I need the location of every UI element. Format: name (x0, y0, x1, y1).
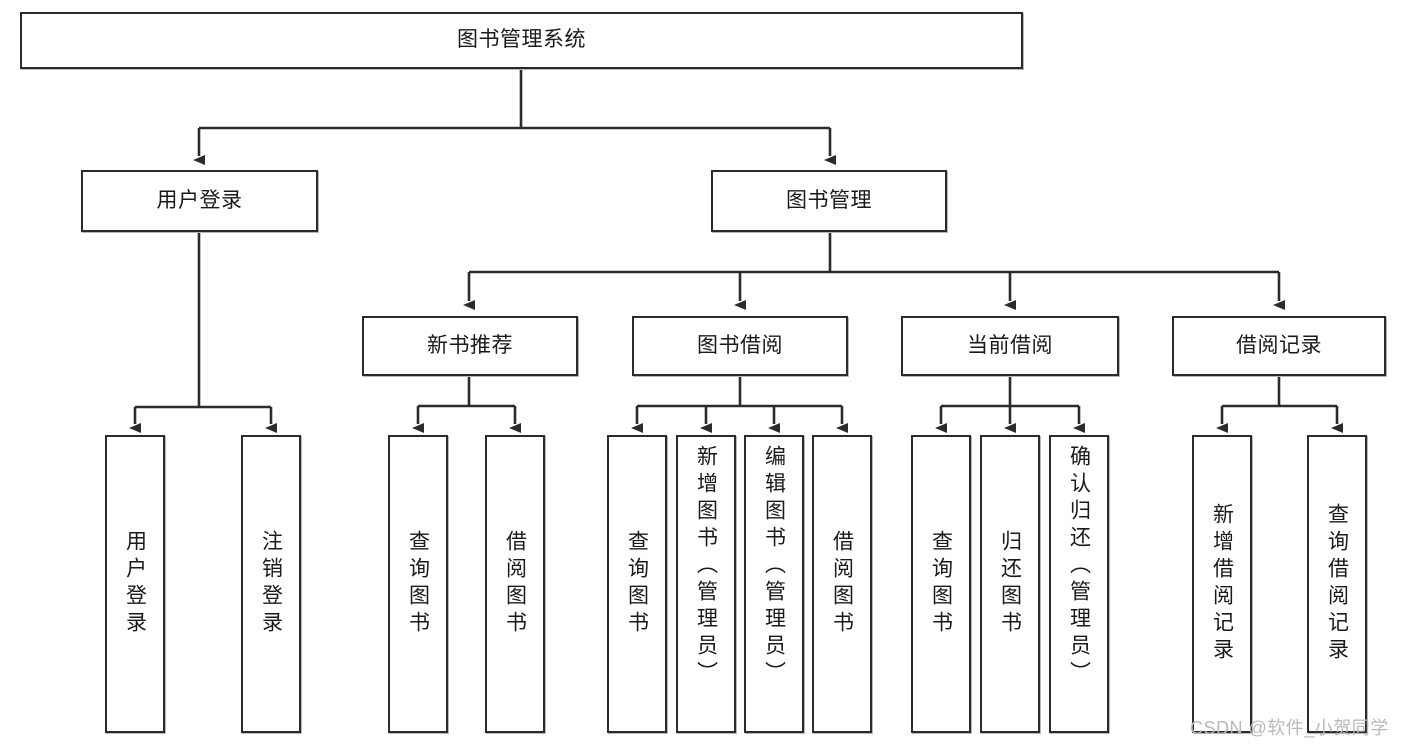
node-user-login-label: 用户登录 (156, 188, 243, 212)
node-leaf-query-book-2-label: 查询图书 (625, 530, 649, 638)
node-book-manage[interactable]: 图书管理 (711, 170, 947, 232)
node-book-borrow-label: 图书借阅 (697, 333, 783, 357)
node-book-manage-label: 图书管理 (786, 188, 872, 212)
node-user-login[interactable]: 用户登录 (81, 170, 318, 232)
node-leaf-borrow-book-2-label: 借阅图书 (830, 530, 854, 638)
csdn-watermark: CSDN @软件_小贺同学 (1190, 718, 1389, 738)
node-root-label: 图书管理系统 (457, 28, 586, 52)
node-leaf-query-book-3[interactable]: 查询图书 (911, 435, 971, 733)
node-leaf-return-book[interactable]: 归还图书 (980, 435, 1040, 733)
node-leaf-query-book-3-label: 查询图书 (929, 530, 953, 638)
node-leaf-query-record[interactable]: 查询借阅记录 (1307, 435, 1367, 733)
node-leaf-query-record-label: 查询借阅记录 (1325, 503, 1349, 665)
node-leaf-query-book-1-label: 查询图书 (406, 530, 430, 638)
node-leaf-add-record-label: 新增借阅记录 (1210, 503, 1234, 665)
node-leaf-borrow-book-1-label: 借阅图书 (503, 530, 527, 638)
node-leaf-add-record[interactable]: 新增借阅记录 (1192, 435, 1252, 733)
node-leaf-return-book-label: 归还图书 (998, 530, 1022, 638)
node-leaf-add-book[interactable]: 新增图书（管理员） (676, 435, 736, 733)
node-leaf-borrow-book-2[interactable]: 借阅图书 (812, 435, 872, 733)
node-leaf-confirm-return-label: 确认归还（管理员） (1067, 445, 1091, 688)
node-leaf-edit-book[interactable]: 编辑图书（管理员） (744, 435, 804, 733)
node-borrow-record-label: 借阅记录 (1236, 333, 1322, 357)
node-leaf-query-book-2[interactable]: 查询图书 (607, 435, 667, 733)
node-borrow-record[interactable]: 借阅记录 (1172, 316, 1386, 376)
node-leaf-edit-book-label: 编辑图书（管理员） (762, 445, 786, 688)
node-new-book-rec[interactable]: 新书推荐 (362, 316, 578, 376)
node-root[interactable]: 图书管理系统 (20, 12, 1023, 69)
node-leaf-logout-label: 注销登录 (259, 530, 283, 638)
node-new-book-rec-label: 新书推荐 (427, 333, 513, 357)
node-leaf-confirm-return[interactable]: 确认归还（管理员） (1049, 435, 1109, 733)
node-leaf-user-login[interactable]: 用户登录 (105, 435, 165, 733)
node-leaf-logout[interactable]: 注销登录 (241, 435, 301, 733)
node-leaf-borrow-book-1[interactable]: 借阅图书 (485, 435, 545, 733)
node-current-borrow[interactable]: 当前借阅 (901, 316, 1119, 376)
node-leaf-user-login-label: 用户登录 (123, 530, 147, 638)
node-current-borrow-label: 当前借阅 (967, 333, 1053, 357)
node-book-borrow[interactable]: 图书借阅 (632, 316, 848, 376)
node-leaf-query-book-1[interactable]: 查询图书 (388, 435, 448, 733)
node-leaf-add-book-label: 新增图书（管理员） (694, 445, 718, 688)
